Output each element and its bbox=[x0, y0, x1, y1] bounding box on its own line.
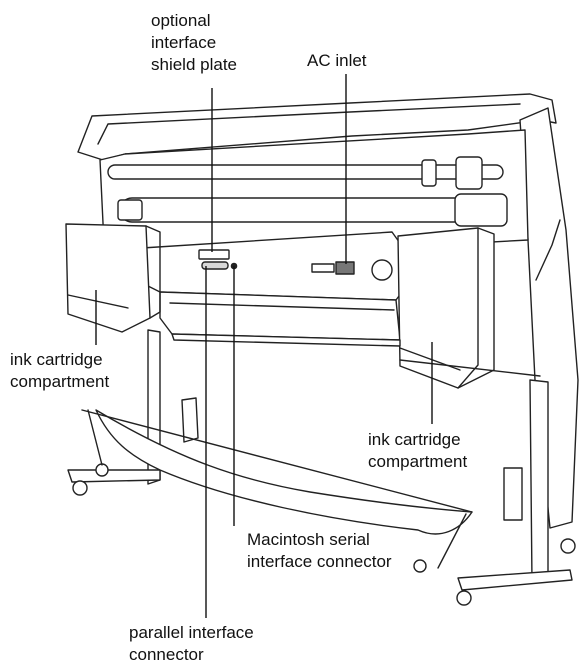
label-optional-interface-shield-plate: optional interface shield plate bbox=[151, 11, 238, 74]
right-foot bbox=[457, 569, 573, 591]
label-ac-inlet: AC inlet bbox=[307, 51, 367, 70]
lower-roller bbox=[117, 193, 508, 227]
ac-inlet-socket bbox=[335, 261, 355, 275]
right-ink-cartridge-compartment bbox=[397, 227, 495, 389]
label-parallel-interface-connector: parallel interface connector bbox=[129, 623, 254, 664]
rear-slot bbox=[311, 263, 335, 273]
main-body-lower bbox=[159, 291, 401, 341]
label-macintosh-serial-interface-connector: Macintosh serial interface connector bbox=[247, 530, 392, 571]
label-ink-cartridge-compartment-right: ink cartridge compartment bbox=[368, 430, 468, 471]
printer-right-side-panel bbox=[519, 107, 579, 529]
left-ink-cartridge-compartment bbox=[65, 223, 151, 333]
parallel-interface-port bbox=[201, 261, 229, 270]
paper-guide-bar bbox=[171, 333, 401, 347]
shield-plate-slot bbox=[198, 249, 230, 260]
side-panel-curve bbox=[535, 219, 561, 281]
basket-clip bbox=[503, 467, 523, 521]
right-stand-leg bbox=[529, 379, 549, 583]
top-cover-inner-edge bbox=[97, 103, 521, 145]
left-foot bbox=[67, 469, 161, 483]
label-ink-cartridge-compartment-left: ink cartridge compartment bbox=[10, 350, 110, 391]
upper-roller bbox=[107, 156, 504, 190]
paper-basket bbox=[95, 409, 473, 535]
power-switch bbox=[371, 259, 393, 281]
